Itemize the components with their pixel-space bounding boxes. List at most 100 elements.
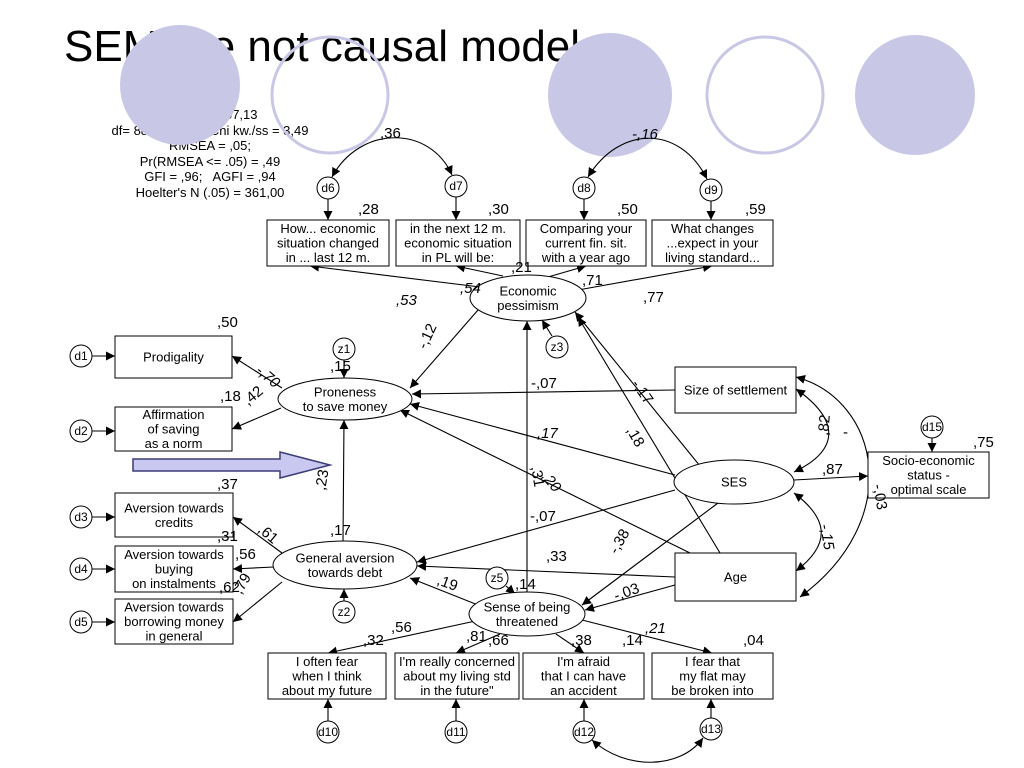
box-label: in PL will be: <box>422 250 495 265</box>
path-age-proneness <box>399 409 691 554</box>
coefficient-label: ,62 <box>219 579 240 596</box>
covariance-d6-d7 <box>331 137 453 178</box>
coefficient-label: ,87 <box>822 461 843 478</box>
error-label: d13 <box>701 722 721 736</box>
box-label: an accident <box>550 683 617 698</box>
box-label: borrowing money <box>124 614 224 629</box>
decorative-circle <box>270 35 390 155</box>
latent-label: General aversion <box>296 550 395 565</box>
coefficient-label: ,66 <box>488 632 509 649</box>
error-label: d11 <box>446 725 465 739</box>
coefficient-label: - <box>843 424 848 441</box>
latent-label: Proneness <box>314 384 377 399</box>
latent-label: to save money <box>303 399 388 414</box>
box-affirmation <box>114 406 233 452</box>
path-age-aversion <box>416 561 676 578</box>
box-label: Prodigality <box>143 350 204 365</box>
coefficient-label: ,31 <box>527 465 547 488</box>
box-label: Comparing your <box>540 221 633 236</box>
error-circle-d11 <box>444 720 468 744</box>
box-label: Socio-economic <box>882 453 975 468</box>
coefficient-label: -,07 <box>530 508 556 525</box>
box-label: status - <box>907 468 950 483</box>
coefficient-label: ,59 <box>745 201 766 218</box>
box-label: What changes <box>671 221 755 236</box>
error-label: d5 <box>74 615 88 629</box>
covariance-settlement-age <box>795 375 870 598</box>
path-age-pessimism <box>577 316 721 554</box>
box-label: in the next 12 m. <box>410 221 506 236</box>
loading-path-q4 <box>577 263 713 291</box>
path-ses-threatened <box>581 502 719 606</box>
error-circle-d15 <box>920 415 944 439</box>
coefficient-label: ,54 <box>460 280 481 297</box>
error-label: d4 <box>74 562 88 576</box>
box-label: about my future <box>282 683 372 698</box>
ellipse-economic_pessimism <box>469 274 587 322</box>
coefficient-label: ,38 <box>571 632 592 649</box>
coefficient-label: ,14 <box>515 576 536 593</box>
latent-label: SES <box>721 475 747 490</box>
box-age <box>674 552 797 602</box>
error-circle-d6 <box>316 176 340 200</box>
error-circle-d4 <box>69 557 93 581</box>
ellipse-general_aversion <box>272 540 418 590</box>
coefficient-label: ,36 <box>380 125 401 142</box>
error-circle-z1 <box>332 337 356 361</box>
path-age-threatened <box>584 584 676 612</box>
coefficient-label: ,81 <box>466 628 487 645</box>
coefficient-label: -,12 <box>414 321 440 352</box>
ellipse-proneness <box>277 377 413 421</box>
box-label: I often fear <box>296 654 359 669</box>
error-circle-d3 <box>69 505 93 529</box>
error-label: d8 <box>577 181 591 195</box>
path-ses-pessimism <box>574 311 701 467</box>
box-aversion_buying <box>114 545 234 593</box>
box-label: I fear that <box>685 654 740 669</box>
path-threatened-aversion <box>409 577 479 606</box>
loading-path-fear2 <box>455 633 501 654</box>
latent-label: Sense of being <box>484 599 571 614</box>
box-ses_scale <box>867 451 990 499</box>
box-label: in the future" <box>420 683 494 698</box>
box-aversion_borrowing <box>114 598 234 645</box>
error-label: d1 <box>74 349 88 363</box>
box-label: when I think <box>291 669 362 684</box>
error-label: d3 <box>74 510 88 524</box>
box-aversion_credits <box>114 492 234 538</box>
box-label: current fin. sit. <box>545 236 627 251</box>
error-term-d5: d5 <box>69 610 93 634</box>
box-fear2 <box>394 652 520 700</box>
disturbance-path-z3 <box>541 319 553 337</box>
coefficient-label: -,38 <box>606 526 634 557</box>
ellipse-sense_threatened <box>468 591 586 637</box>
error-label: d7 <box>449 179 463 193</box>
coefficient-label: -,17 <box>628 377 657 408</box>
box-label: I'm really concerned <box>399 654 515 669</box>
decorative-circle <box>120 25 240 145</box>
observed-variable-size_settlement: Size of settlement <box>674 366 797 414</box>
error-circle-d2 <box>69 419 93 443</box>
error-label: z2 <box>338 605 351 619</box>
decorative-circle <box>548 33 672 157</box>
error-label: z5 <box>491 571 504 585</box>
error-term-d15: d15 <box>920 415 944 439</box>
loading-path-buying <box>232 564 275 574</box>
error-term-z5: z5 <box>485 566 509 590</box>
error-circle-d9 <box>699 178 723 202</box>
coefficient-label: ,23 <box>312 468 332 491</box>
coefficient-label: ,28 <box>358 201 379 218</box>
fit-stat-line: Pr(RMSEA <= .05) = ,49 <box>139 153 281 169</box>
observed-variable-age: Age <box>674 552 797 602</box>
error-circle-d7 <box>444 174 468 198</box>
box-label: with a year ago <box>541 250 630 265</box>
coefficient-label: ,33 <box>546 548 567 565</box>
latent-label: Economic <box>499 283 557 298</box>
latent-label: pessimism <box>497 298 558 313</box>
